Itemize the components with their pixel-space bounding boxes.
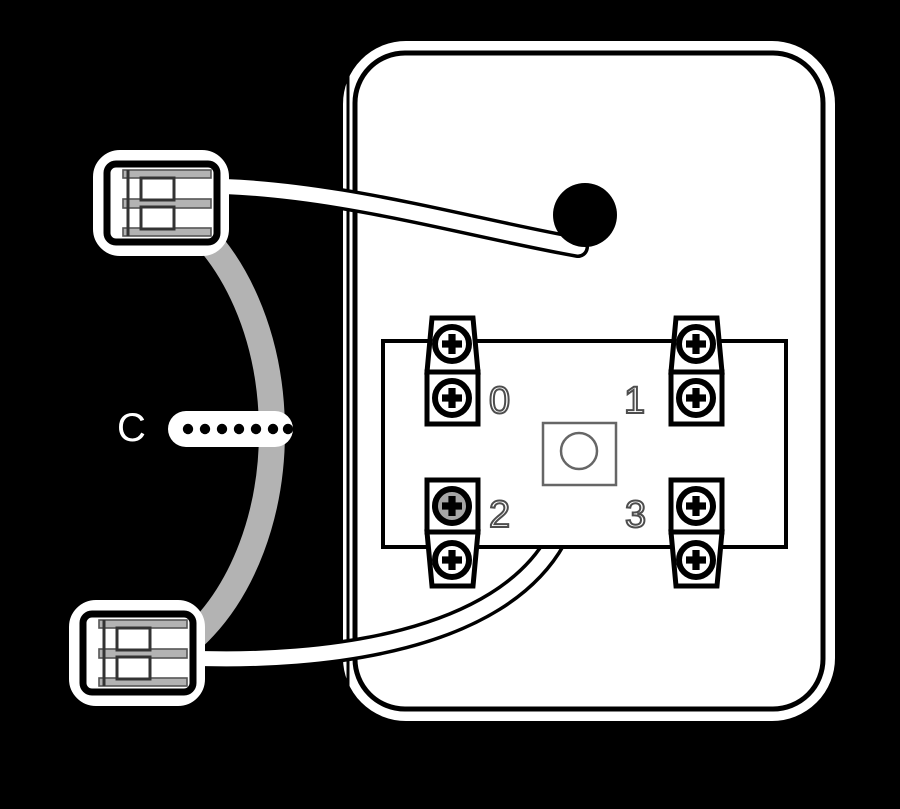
wire-top-white[interactable] (189, 175, 589, 258)
leader-dot-7 (282, 423, 294, 435)
terminal-label-1: 1 (624, 380, 645, 422)
leader-dot-6 (267, 423, 279, 435)
connector-top-slot-1 (139, 176, 176, 202)
leader-dot-5 (250, 423, 262, 435)
terminal-1[interactable] (668, 315, 725, 427)
connector-bottom[interactable] (69, 600, 205, 706)
wire-bottom-white[interactable] (174, 529, 567, 670)
connector-bottom-slot-1 (115, 626, 152, 652)
terminal-0[interactable] (424, 315, 481, 427)
dotted-leader (168, 411, 294, 447)
connector-top-slot-2 (139, 205, 176, 231)
leader-dot-1 (182, 423, 194, 435)
connector-top[interactable] (93, 150, 229, 256)
terminal-3[interactable] (424, 477, 481, 589)
callout-label-c: C (117, 406, 146, 450)
connector-bottom-slot-2 (115, 655, 152, 681)
terminal-label-3: 2 (489, 494, 510, 536)
wire-bottom-core (177, 532, 564, 667)
terminal-2[interactable] (668, 477, 725, 589)
leader-dot-4 (233, 423, 245, 435)
indicator-dot[interactable] (553, 183, 617, 247)
leader-dot-3 (216, 423, 228, 435)
terminal-label-2: 3 (625, 494, 646, 536)
dotted-leader-track (168, 411, 293, 447)
wire-top-core (192, 178, 586, 255)
terminal-block[interactable]: 0 1 3 2 (381, 315, 788, 589)
leader-dot-2 (199, 423, 211, 435)
center-marker (541, 421, 618, 487)
terminal-label-0: 0 (489, 380, 510, 422)
